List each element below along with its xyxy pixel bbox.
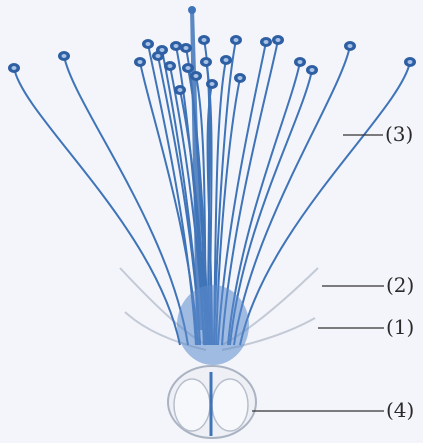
- anther-highlight: [408, 60, 413, 64]
- stigma: [188, 6, 196, 14]
- anther-highlight: [194, 74, 199, 78]
- anther-highlight: [156, 54, 161, 58]
- anther-highlight: [348, 44, 353, 48]
- anther-highlight: [138, 60, 143, 64]
- anther-highlight: [168, 64, 173, 68]
- anther-highlight: [310, 68, 315, 72]
- anther-highlight: [202, 38, 207, 42]
- anther-highlight: [264, 40, 269, 44]
- anther-highlight: [178, 88, 183, 92]
- anther-highlight: [184, 46, 189, 50]
- stamen-base-mass: [177, 285, 249, 365]
- anther-highlight: [234, 38, 239, 42]
- callout-label-3: (3): [385, 124, 413, 144]
- leader-lines: [252, 135, 384, 411]
- anther-highlight: [186, 66, 191, 70]
- callout-label-1: (1): [386, 317, 414, 337]
- anther-highlight: [12, 66, 17, 70]
- anther-highlight: [62, 54, 67, 58]
- anther-highlight: [276, 38, 281, 42]
- anther-highlight: [238, 76, 243, 80]
- anther-highlight: [224, 58, 229, 62]
- callout-label-2: (2): [386, 275, 414, 295]
- anther-highlight: [298, 60, 303, 64]
- anther-highlight: [204, 60, 209, 64]
- stamen-filament: [64, 56, 188, 345]
- anther-highlight: [210, 82, 215, 86]
- ovary-locule-right: [212, 379, 248, 431]
- ovary-locule-left: [174, 379, 210, 431]
- stamen-filament: [240, 62, 410, 345]
- ovary: [168, 366, 256, 438]
- callout-label-4: (4): [386, 400, 414, 420]
- anther-highlight: [146, 42, 151, 46]
- anther-highlight: [174, 44, 179, 48]
- anthers: [8, 35, 416, 95]
